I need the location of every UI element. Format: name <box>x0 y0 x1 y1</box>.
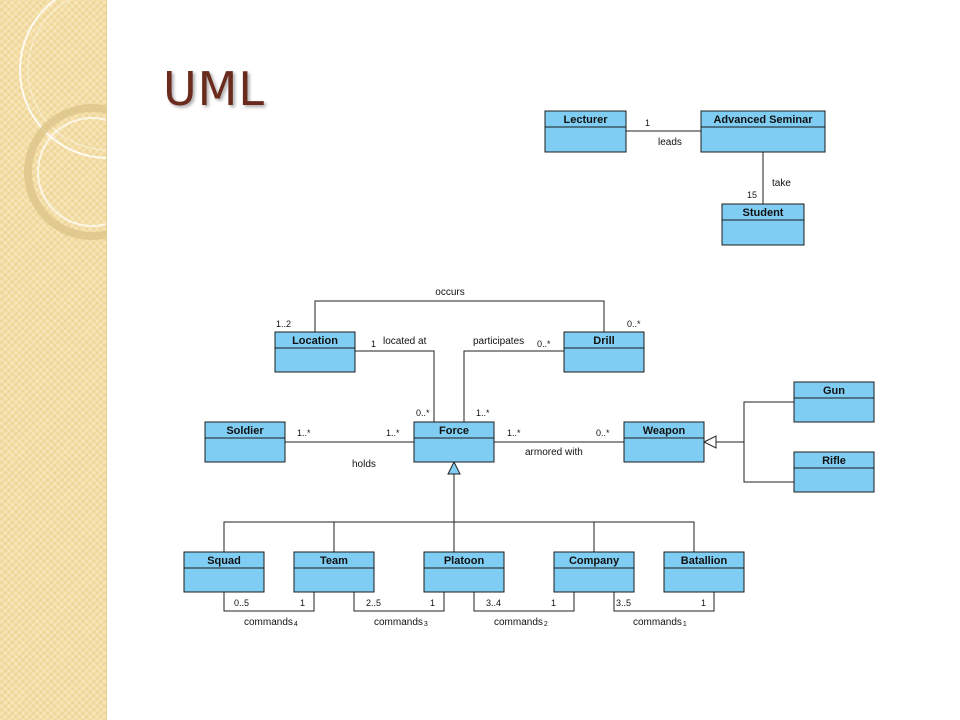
class-name-team: Team <box>320 555 348 567</box>
label-armored-with: armored with <box>525 447 583 458</box>
mult-commands4-right: 1 <box>300 598 305 608</box>
class-name-batallion: Batallion <box>681 555 728 567</box>
class-name-soldier: Soldier <box>226 425 264 437</box>
class-squad: Squad <box>183 551 265 593</box>
decorative-sidebar <box>0 0 107 720</box>
mult-located-at-location: 1 <box>371 339 376 349</box>
mult-commands2-left: 3..4 <box>486 598 501 608</box>
edge-commands-3 <box>353 592 445 612</box>
edge-participates <box>463 350 564 422</box>
label-take: take <box>772 178 791 189</box>
label-occurs: occurs <box>435 287 464 298</box>
edge-commands-2 <box>473 592 575 612</box>
class-drill: Drill <box>563 331 645 373</box>
mult-commands3-right: 1 <box>430 598 435 608</box>
class-weapon: Weapon <box>623 421 705 463</box>
class-batallion: Batallion <box>663 551 745 593</box>
class-name-student: Student <box>743 207 784 219</box>
class-gun: Gun <box>793 381 875 423</box>
mult-armored-with-force: 1..* <box>507 428 521 438</box>
decorative-rings <box>19 0 106 240</box>
ring-mid <box>24 104 106 240</box>
mult-commands2-right: 1 <box>551 598 556 608</box>
ring-large-inner <box>27 0 106 151</box>
mult-holds-force: 1..* <box>386 428 400 438</box>
class-name-company: Company <box>569 555 620 567</box>
class-name-gun: Gun <box>823 385 845 397</box>
label-commands2: commands2 <box>494 617 548 628</box>
mult-commands1-right: 1 <box>701 598 706 608</box>
edge-occurs <box>314 300 605 332</box>
label-participates: participates <box>473 336 524 347</box>
edge-commands-1 <box>613 592 715 612</box>
label-holds: holds <box>352 459 376 470</box>
class-name-location: Location <box>292 335 338 347</box>
class-location: Location <box>274 331 356 373</box>
edge-commands-4 <box>223 592 315 612</box>
class-name-force: Force <box>439 425 469 437</box>
class-company: Company <box>553 551 635 593</box>
mult-occurs-location: 1..2 <box>276 319 291 329</box>
class-name-lecturer: Lecturer <box>563 114 608 126</box>
edge-force-generalization <box>223 460 695 552</box>
class-name-drill: Drill <box>593 335 614 347</box>
label-commands1: commands1 <box>633 617 687 628</box>
mult-armored-with-weapon: 0..* <box>596 428 610 438</box>
mult-commands1-left: 3..5 <box>616 598 631 608</box>
class-name-platoon: Platoon <box>444 555 485 567</box>
class-advanced-seminar: Advanced Seminar <box>700 110 826 153</box>
mult-occurs-drill: 0..* <box>627 319 641 329</box>
mult-commands4-left: 0..5 <box>234 598 249 608</box>
ring-mid-inner <box>37 117 106 227</box>
class-force: Force <box>413 421 495 463</box>
edge-located-at <box>355 350 435 422</box>
mult-leads-seminar: 1 <box>645 118 650 128</box>
class-lecturer: Lecturer <box>544 110 627 153</box>
class-soldier: Soldier <box>204 421 286 463</box>
mult-holds-soldier: 1..* <box>297 428 311 438</box>
label-leads: leads <box>658 137 682 148</box>
label-commands4: commands4 <box>244 617 298 628</box>
slide-title: UML <box>163 62 265 116</box>
class-name-squad: Squad <box>207 555 241 567</box>
label-commands3: commands3 <box>374 617 428 628</box>
class-student: Student <box>721 203 805 246</box>
ring-large <box>19 0 106 159</box>
class-name-weapon: Weapon <box>643 425 686 437</box>
class-rifle: Rifle <box>793 451 875 493</box>
class-platoon: Platoon <box>423 551 505 593</box>
generalization-arrow-weapon <box>702 435 717 449</box>
mult-participates-drill: 0..* <box>537 339 551 349</box>
class-team: Team <box>293 551 375 593</box>
class-name-advanced-seminar: Advanced Seminar <box>713 114 813 126</box>
mult-participates-force: 1..* <box>476 408 490 418</box>
class-name-rifle: Rifle <box>822 455 846 467</box>
edge-weapon-generalization <box>702 401 794 483</box>
label-located-at: located at <box>383 336 427 347</box>
mult-take-student: 15 <box>747 190 757 200</box>
mult-located-at-force: 0..* <box>416 408 430 418</box>
generalization-arrow-force <box>447 460 461 475</box>
mult-commands3-left: 2..5 <box>366 598 381 608</box>
